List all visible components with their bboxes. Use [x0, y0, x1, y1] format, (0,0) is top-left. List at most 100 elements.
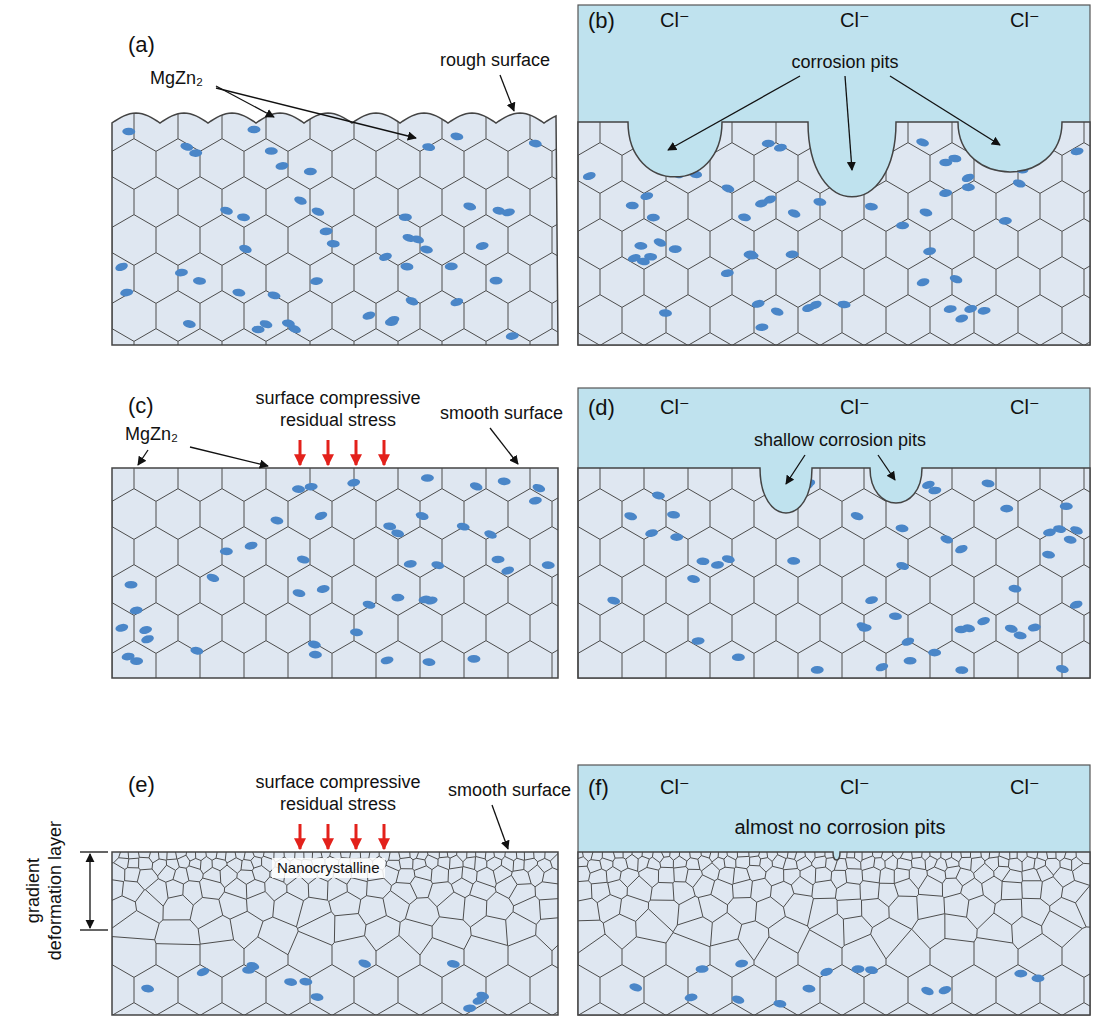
- panel-label: (b): [588, 8, 615, 34]
- mgzn2-particle: [501, 207, 515, 217]
- metal-outline: [112, 468, 558, 678]
- mgzn2-particle: [628, 982, 643, 993]
- mgzn2-particle: [920, 985, 935, 997]
- mgzn2-particle: [1027, 623, 1041, 633]
- mgzn2-particle: [492, 556, 505, 564]
- mgzn2-particle: [292, 485, 305, 493]
- mgzn2-particle: [130, 657, 143, 665]
- mgzn2-particle: [670, 168, 685, 179]
- leader-arrow: [878, 455, 895, 480]
- mgzn2-particle: [955, 626, 968, 634]
- mgzn2-particle: [418, 595, 432, 605]
- mgzn2-particle: [802, 984, 816, 993]
- mgzn2-particle: [357, 958, 372, 969]
- mgzn2-particle: [634, 242, 647, 250]
- mgzn2-particle: [531, 482, 546, 493]
- mgzn2-particle: [311, 206, 326, 217]
- mgzn2-particle: [691, 637, 704, 645]
- layer-label-box: Nanocrystalline: [272, 858, 385, 878]
- mgzn2-particle: [399, 213, 412, 221]
- mgzn2-particle: [449, 297, 464, 308]
- mgzn2-particle: [954, 313, 968, 324]
- leader-arrow: [138, 450, 148, 465]
- mgzn2-particle: [851, 965, 864, 973]
- panel-label: (d): [588, 395, 615, 421]
- callout-label: smooth surface: [448, 780, 571, 802]
- mgzn2-particle: [837, 300, 851, 309]
- mgzn2-particle: [686, 574, 700, 584]
- mgzn2-particle: [858, 624, 871, 632]
- ion-label: Cl⁻: [660, 395, 689, 419]
- mgzn2-particle: [813, 197, 827, 206]
- mgzn2-particle: [670, 533, 683, 541]
- mgzn2-particle: [647, 214, 660, 222]
- mgzn2-particle: [696, 557, 709, 565]
- mgzn2-particle: [469, 481, 484, 492]
- leader-arrow: [786, 455, 805, 484]
- mgzn2-particle: [383, 522, 397, 531]
- mgzn2-particle: [446, 959, 460, 969]
- mgzn2-particle: [472, 995, 487, 1006]
- mgzn2-particle: [901, 636, 916, 647]
- mgzn2-particle: [640, 191, 654, 201]
- mgzn2-particle: [785, 250, 798, 258]
- metal-panel: [528, 765, 1098, 1020]
- mgzn2-particle: [422, 142, 436, 152]
- mgzn2-particle: [916, 277, 931, 288]
- mgzn2-particle: [808, 299, 823, 311]
- mgzn2-particle: [961, 172, 976, 184]
- mgzn2-particle: [875, 662, 890, 673]
- grain-boundaries: [528, 42, 1098, 395]
- mgzn2-particle: [405, 295, 420, 307]
- mgzn2-particle: [754, 198, 768, 208]
- mgzn2-particle: [1069, 599, 1084, 610]
- mgzn2-particle: [787, 557, 800, 565]
- mgzn2-particle: [1060, 502, 1073, 510]
- callout-label: shallow corrosion pits: [754, 430, 926, 452]
- mgzn2-particle: [904, 657, 917, 665]
- solution: [578, 765, 1090, 1015]
- mgzn2-particle: [247, 126, 260, 134]
- metal-panel: [62, 772, 608, 1020]
- mgzn2-particle: [720, 269, 734, 278]
- mgzn2-particle: [456, 522, 470, 532]
- mgzn2-particle: [895, 524, 909, 533]
- mgzn2-particle: [175, 268, 189, 277]
- mgzn2-particle: [802, 478, 817, 489]
- callout-label: corrosion pits: [791, 52, 898, 74]
- metal-outline: [112, 113, 558, 345]
- ion-label: Cl⁻: [840, 395, 869, 419]
- stress-label: surface compressive residual stress: [238, 388, 438, 431]
- mgzn2-particle: [310, 992, 324, 1001]
- mgzn2-particle: [196, 966, 211, 977]
- mgzn2-particle: [528, 139, 542, 148]
- metal-panel: [62, 388, 608, 728]
- panel-label: (f): [588, 775, 609, 801]
- metal-outline: [578, 122, 1090, 345]
- mgzn2-particle: [721, 554, 735, 564]
- mgzn2-particle: [651, 491, 665, 501]
- mgzn2-particle: [350, 628, 364, 637]
- grain-boundaries: [528, 772, 1098, 1020]
- leader-arrow: [490, 428, 518, 464]
- mgzn2-particle: [695, 965, 708, 973]
- mgzn2-particle: [265, 147, 278, 155]
- mgzn2-particle: [500, 565, 515, 576]
- mgzn2-particle: [582, 171, 596, 182]
- mgzn2-particle: [923, 246, 937, 255]
- mgzn2-particle: [955, 666, 968, 674]
- mgzn2-particle: [467, 655, 480, 663]
- mgzn2-particle: [770, 306, 785, 317]
- node-text: Nanocrystalline: [277, 859, 380, 876]
- mgzn2-particle: [865, 202, 879, 211]
- mgzn2-particle: [182, 319, 196, 329]
- mgzn2-particle: [1069, 525, 1084, 536]
- mgzn2-particle: [304, 167, 317, 175]
- mgzn2-particle: [762, 139, 775, 147]
- mgzn2-particle: [606, 595, 620, 605]
- leader-arrow: [500, 75, 514, 111]
- metal-panel: [528, 5, 1098, 395]
- metal: [578, 852, 1090, 1015]
- mgzn2-particle: [1042, 528, 1056, 537]
